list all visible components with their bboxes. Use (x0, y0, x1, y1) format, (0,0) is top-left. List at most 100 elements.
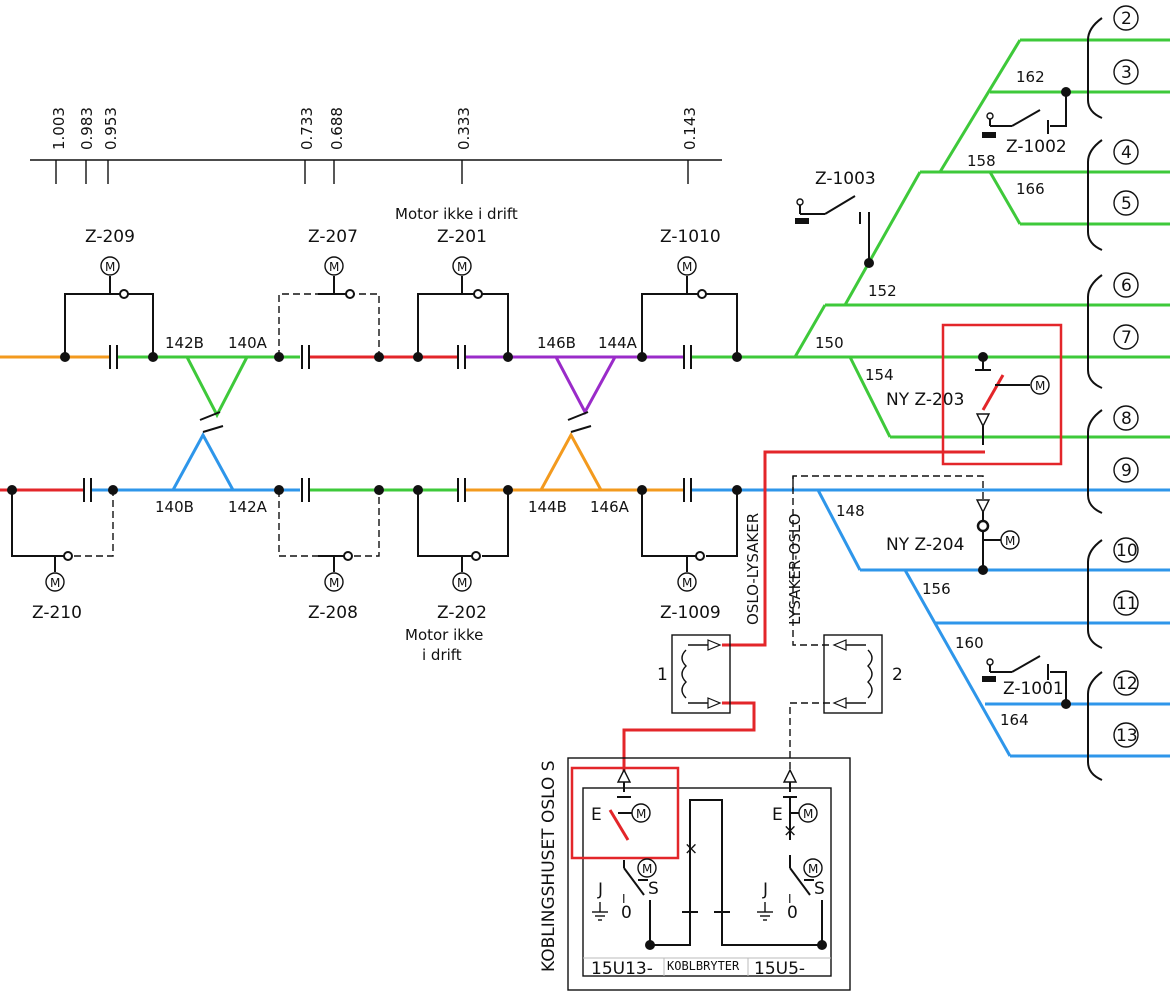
switch-label: Z-202 (437, 603, 487, 623)
switch-label: Z-210 (32, 603, 82, 623)
switch-label: Z-1010 (660, 227, 721, 247)
section-label: 166 (1016, 180, 1045, 198)
section-label: 162 (1016, 68, 1045, 86)
motor-letter: M (1035, 379, 1045, 393)
motor-letter: M (457, 260, 467, 274)
switch-z210: M Z-210 (11, 490, 114, 623)
switch-label: Z-1002 (1006, 137, 1067, 157)
km-tick-label: 0.983 (78, 107, 96, 150)
section-label: 154 (865, 366, 894, 384)
motor-icon (631, 803, 651, 823)
switch-cross: × (783, 821, 797, 841)
track-number: 8 (1121, 409, 1132, 429)
pos-letter-zero: 0 (787, 903, 798, 923)
motor-icon (100, 256, 120, 276)
motor-letter: M (457, 576, 467, 590)
section-label: 146B (537, 334, 576, 352)
switch-z1003: Z-1003 (795, 169, 876, 268)
track-number: 13 (1116, 726, 1138, 746)
section-label: 150 (815, 334, 844, 352)
section-label: 142B (165, 334, 204, 352)
km-tick-label: 0.688 (328, 107, 346, 150)
switch-z1010: M Z-1010 (641, 227, 738, 357)
motor-icon (1030, 375, 1050, 395)
switch-letter-e: E (772, 805, 783, 825)
cable-label: LYSAKER-OSLO (786, 513, 804, 625)
track-number: 10 (1116, 541, 1138, 561)
motor-letter: M (682, 576, 692, 590)
relay-1: 1 (657, 634, 731, 714)
motor-letter: M (636, 807, 646, 821)
motor-note: Motor ikke (405, 626, 483, 644)
section-label: 146A (590, 498, 630, 516)
track-number: 9 (1121, 461, 1132, 481)
track-number: 2 (1121, 9, 1132, 29)
section-label: 160 (955, 634, 984, 652)
motor-letter: M (329, 260, 339, 274)
switch-label: NY Z-203 (886, 390, 964, 410)
switch-z202: M Z-202 Motor ikke i drift (405, 490, 509, 664)
lower-right-tracks (816, 489, 1170, 758)
pos-letter-one: I (622, 892, 626, 906)
highlight-box (570, 766, 680, 860)
km-tick-label: 0.333 (455, 107, 473, 150)
switch-label: Z-209 (85, 227, 135, 247)
motor-letter: M (105, 260, 115, 274)
track-number: 5 (1121, 194, 1132, 214)
motor-icon (803, 858, 823, 878)
lower-main-line (0, 478, 1170, 502)
switch-label: Z-208 (308, 603, 358, 623)
switch-letter-s: S (648, 879, 659, 899)
section-label: 156 (922, 580, 951, 598)
motor-icon (324, 256, 344, 276)
switch-z1009: M Z-1009 (641, 490, 738, 623)
km-tick-label: 1.003 (50, 107, 68, 150)
motor-letter: M (1005, 534, 1015, 548)
km-tick-label: 0.733 (298, 107, 316, 150)
motor-icon (452, 572, 472, 592)
section-labels: 142B 140A 146B 144A 140B 142A 144B 146A … (155, 68, 1045, 729)
earth-letter-j: J (762, 880, 768, 900)
track-number: 4 (1121, 143, 1132, 163)
crossover-142b-140a (171, 356, 249, 491)
motor-letter: M (682, 260, 692, 274)
motor-letter: M (50, 576, 60, 590)
coupler-cross: × (684, 839, 698, 859)
motor-icon (324, 572, 344, 592)
switch-z1001: Z-1001 (982, 655, 1071, 709)
switch-label: Z-207 (308, 227, 358, 247)
unit-right-label: 15U5- (754, 959, 805, 979)
earth-letter-j: J (597, 880, 603, 900)
switch-z1002: Z-1002 (982, 87, 1071, 157)
cable-label: OSLO-LYSAKER (744, 513, 762, 625)
motor-icon (677, 256, 697, 276)
section-label: 140B (155, 498, 194, 516)
track-number: 6 (1121, 276, 1132, 296)
control-house-title: KOBLINGSHUSET OSLO S (539, 760, 559, 972)
unit-mid-label: KOBLBRYTER (667, 959, 740, 973)
highlight-box (941, 323, 1063, 466)
switch-letter-e: E (591, 805, 602, 825)
section-label: 144A (598, 334, 638, 352)
motor-note: i drift (422, 646, 462, 664)
section-label: 142A (228, 498, 268, 516)
section-label: 158 (967, 152, 996, 170)
motor-icon (798, 803, 818, 823)
switch-z209: M Z-209 (64, 227, 154, 357)
motor-icon (452, 256, 472, 276)
switch-label: NY Z-204 (886, 535, 964, 555)
pos-letter-zero: 0 (621, 903, 632, 923)
control-cable-oslo-lysaker: OSLO-LYSAKER (622, 450, 985, 775)
crossover-146b-144a (539, 356, 617, 491)
section-label: 144B (528, 498, 567, 516)
control-cable-lysaker-oslo: LYSAKER-OSLO (786, 476, 830, 770)
km-tick-label: 0.953 (102, 107, 120, 150)
track-number: 3 (1121, 63, 1132, 83)
section-label: 164 (1000, 711, 1029, 729)
track-numbers: 2 3 4 5 6 7 8 9 10 11 12 13 (1113, 5, 1139, 748)
motor-icon (45, 572, 65, 592)
relay-2: 2 (823, 634, 903, 714)
relay-label: 1 (657, 665, 668, 685)
track-brackets (1087, 17, 1103, 781)
